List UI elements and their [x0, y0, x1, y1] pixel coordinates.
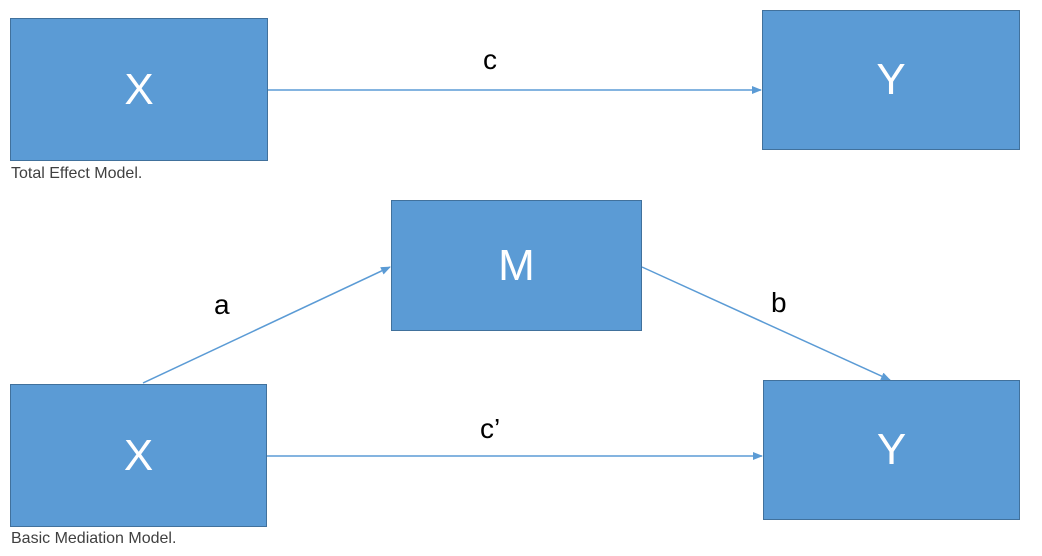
total-y-label: Y	[876, 55, 906, 104]
path-c-label: c	[483, 44, 497, 75]
total-x-label: X	[124, 64, 154, 114]
mediation-x-label: X	[123, 430, 154, 480]
arrow-b-m-to-y	[641, 266, 891, 381]
basic-mediation-caption: Basic Mediation Model.	[11, 530, 177, 547]
mediation-m-box: M	[391, 200, 642, 331]
total-effect-caption: Total Effect Model.	[11, 165, 143, 182]
mediation-y-label: Y	[876, 425, 907, 474]
path-a-label: a	[214, 289, 230, 320]
mediation-y-box: Y	[763, 380, 1020, 520]
total-y-box: Y	[762, 10, 1020, 150]
arrow-a-x-to-m	[142, 266, 391, 384]
mediation-x-box: X	[10, 384, 267, 527]
mediation-m-label: M	[498, 240, 535, 290]
total-x-box: X	[10, 18, 268, 161]
path-b-label: b	[771, 287, 787, 318]
path-c-prime-label: c’	[480, 413, 501, 444]
